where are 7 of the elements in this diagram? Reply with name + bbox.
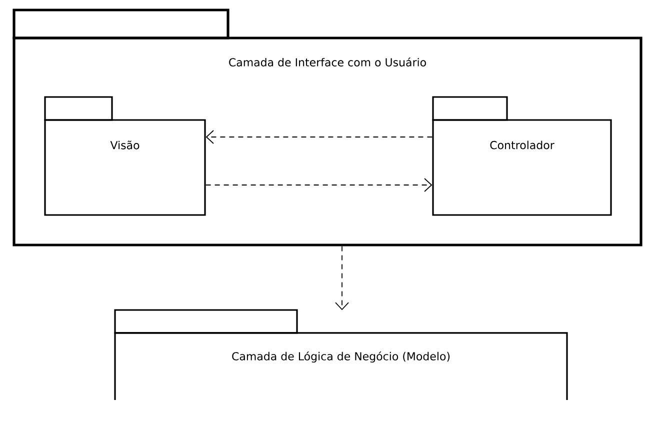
dependency-arrow — [205, 178, 432, 192]
dependency-arrow — [335, 246, 349, 310]
package-box: Visão — [44, 96, 206, 216]
package-box: Camada de Lógica de Negócio (Modelo) — [114, 309, 568, 400]
node-label: Camada de Lógica de Negócio (Modelo) — [232, 351, 450, 363]
dependency-arrow — [206, 130, 433, 144]
package-box: Controlador — [432, 96, 612, 216]
